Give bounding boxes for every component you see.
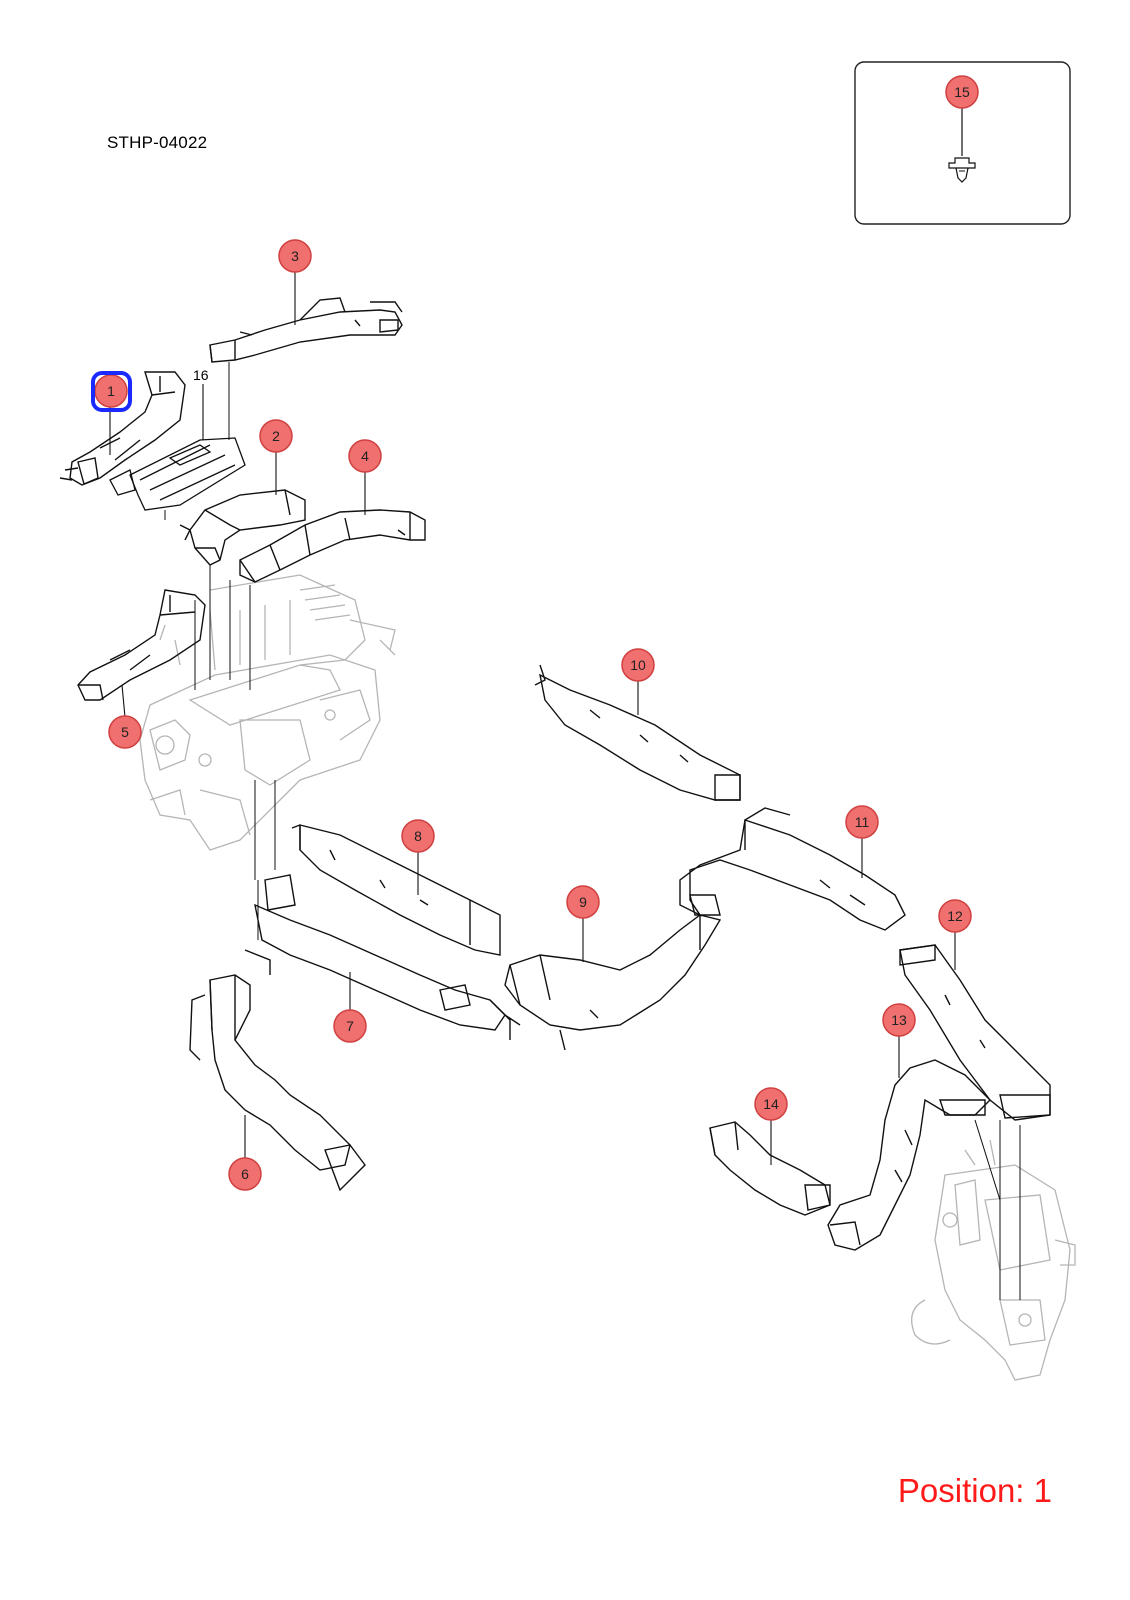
callout-10[interactable]: 10 — [621, 648, 655, 682]
callout-circle[interactable] — [882, 1003, 916, 1037]
callout-number: 7 — [346, 1018, 354, 1034]
label-16: 16 — [193, 367, 209, 383]
callout-13[interactable]: 13 — [882, 1003, 916, 1037]
callout-number: 11 — [855, 814, 870, 830]
callout-number: 8 — [414, 828, 422, 844]
callout-15[interactable]: 15 — [945, 75, 979, 109]
callout-12[interactable]: 12 — [938, 899, 972, 933]
part-5-duct — [77, 589, 206, 701]
callout-circle[interactable] — [566, 885, 600, 919]
callout-number: 12 — [947, 908, 963, 924]
callout-7[interactable]: 7 — [333, 1009, 367, 1043]
callout-4[interactable]: 4 — [348, 439, 382, 473]
part-9-duct — [504, 914, 722, 1051]
callout-circle[interactable] — [938, 899, 972, 933]
callout-number: 14 — [763, 1096, 779, 1112]
callout-circle[interactable] — [621, 648, 655, 682]
callout-circle[interactable] — [259, 419, 293, 453]
part-11-duct — [679, 807, 906, 931]
callout-number: 9 — [579, 894, 587, 910]
part-14-duct — [709, 1121, 831, 1216]
callout-circle[interactable] — [401, 819, 435, 853]
hvac-unit-faded — [139, 574, 396, 851]
part-7-duct — [254, 874, 521, 1040]
callout-number: 4 — [361, 448, 369, 464]
callout-6[interactable]: 6 — [228, 1157, 262, 1191]
callout-5[interactable]: 5 — [108, 715, 142, 749]
connection-lines — [164, 362, 1021, 1300]
part-10-duct — [534, 664, 741, 801]
part-13-duct — [827, 1059, 991, 1251]
callout-circle[interactable] — [333, 1009, 367, 1043]
callout-1[interactable]: 1 — [94, 374, 128, 408]
diagram-code: STHP-04022 — [107, 133, 208, 152]
callout-circle[interactable] — [945, 75, 979, 109]
callout-number: 2 — [272, 428, 280, 444]
rear-unit-faded — [911, 1139, 1076, 1381]
callout-circle[interactable] — [348, 439, 382, 473]
callout-9[interactable]: 9 — [566, 885, 600, 919]
callout-number: 15 — [954, 84, 970, 100]
callout-3[interactable]: 3 — [278, 239, 312, 273]
part-12-duct — [899, 944, 1051, 1121]
clip-fastener-icon — [948, 157, 976, 183]
selected-highlight — [91, 371, 132, 412]
callout-circle[interactable] — [228, 1157, 262, 1191]
callout-circle[interactable] — [278, 239, 312, 273]
part-3-duct — [209, 297, 403, 363]
leader-lines — [109, 270, 956, 1165]
callout-number: 5 — [121, 724, 129, 740]
callout-circle[interactable] — [754, 1087, 788, 1121]
inset-box — [854, 61, 1071, 225]
callout-circle[interactable] — [845, 805, 879, 839]
callout-number: 10 — [630, 657, 646, 673]
part-2-duct — [179, 489, 306, 566]
callout-circle[interactable] — [108, 715, 142, 749]
callout-number: 3 — [291, 248, 299, 264]
callout-14[interactable]: 14 — [754, 1087, 788, 1121]
callout-number: 1 — [107, 383, 115, 399]
part-6-duct — [189, 949, 366, 1192]
callout-2[interactable]: 2 — [259, 419, 293, 453]
callout-11[interactable]: 11 — [845, 805, 879, 839]
part-8-duct — [291, 824, 501, 956]
part-1-duct — [59, 371, 186, 486]
part-4-duct — [239, 509, 426, 583]
callout-8[interactable]: 8 — [401, 819, 435, 853]
callout-number: 6 — [241, 1166, 249, 1182]
center-bracket — [109, 437, 246, 511]
callout-number: 13 — [891, 1012, 907, 1028]
position-label: Position: 1 — [897, 1472, 1052, 1509]
